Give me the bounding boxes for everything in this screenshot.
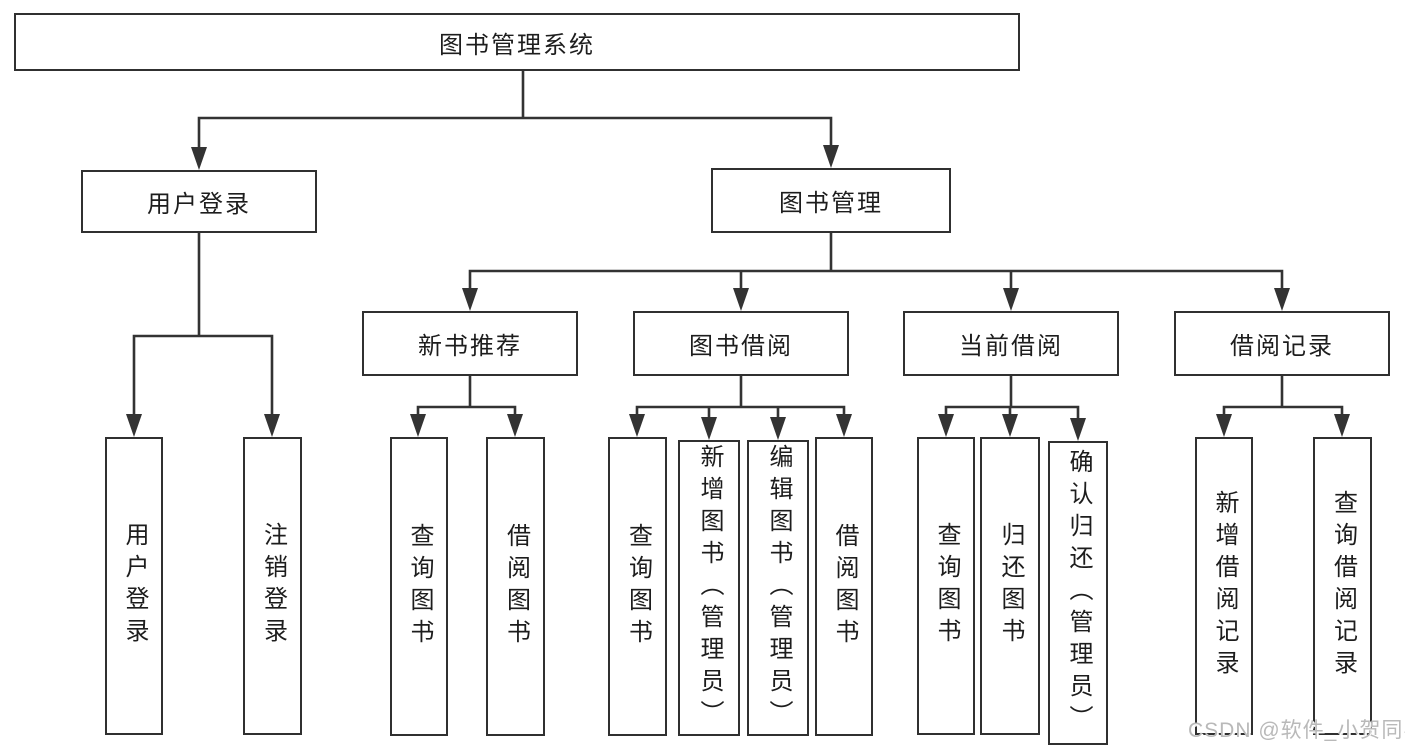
- arrowhead-icon: [1002, 414, 1018, 437]
- leaf-add-borrow-record-label: 新增借阅记录: [1211, 490, 1238, 682]
- leaf-user-login-label: 用户登录: [121, 522, 148, 650]
- leaf-add-borrow-record: 新增借阅记录: [1195, 437, 1253, 735]
- arrowhead-icon: [770, 417, 786, 440]
- connector-book-management: [468, 233, 1284, 291]
- leaf-query-books-recommend-label: 查询图书: [406, 522, 433, 651]
- arrowhead-icon: [191, 147, 207, 170]
- leaf-return-books: 归还图书: [980, 437, 1040, 735]
- leaf-confirm-return-admin: 确认归还（管理员）: [1048, 441, 1108, 745]
- leaf-query-borrow-record-label: 查询借阅记录: [1329, 490, 1357, 682]
- leaf-borrow-books-borrow-label: 借阅图书: [831, 522, 858, 651]
- arrowhead-icon: [1274, 288, 1290, 311]
- leaf-query-books-borrow-label: 查询图书: [624, 522, 652, 651]
- arrowhead-icon: [507, 414, 523, 437]
- leaf-logout: 注销登录: [243, 437, 302, 735]
- leaf-confirm-return-admin-label: 确认归还（管理员）: [1065, 449, 1092, 737]
- leaf-edit-book-admin-label: 编辑图书（管理员）: [765, 444, 792, 732]
- leaf-query-borrow-record: 查询借阅记录: [1313, 437, 1372, 735]
- arrowhead-icon: [836, 414, 852, 437]
- arrowhead-icon: [823, 145, 839, 168]
- leaf-query-books-recommend: 查询图书: [390, 437, 448, 736]
- leaf-borrow-books-borrow: 借阅图书: [815, 437, 873, 736]
- connector-book-borrowing: [635, 376, 846, 420]
- node-book-management: 图书管理: [711, 168, 951, 233]
- arrowhead-icon: [264, 414, 280, 437]
- arrowhead-icon: [410, 414, 426, 437]
- arrowhead-icon: [1334, 414, 1350, 437]
- arrowhead-icon: [701, 417, 717, 440]
- connector-new-book-recommendation: [416, 376, 517, 417]
- leaf-edit-book-admin: 编辑图书（管理员）: [747, 440, 809, 736]
- arrowhead-icon: [733, 288, 749, 311]
- node-user-login: 用户登录: [81, 170, 317, 233]
- connector-root: [197, 71, 833, 150]
- arrowhead-icon: [1216, 414, 1232, 437]
- leaf-add-book-admin: 新增图书（管理员）: [678, 440, 740, 736]
- arrowhead-icon: [629, 414, 645, 437]
- leaf-query-books-current-label: 查询图书: [933, 522, 960, 650]
- leaf-query-books-current: 查询图书: [917, 437, 975, 735]
- connector-borrowing-records: [1222, 376, 1344, 417]
- arrowhead-icon: [1003, 288, 1019, 311]
- leaf-borrow-books-recommend-label: 借阅图书: [502, 522, 530, 651]
- leaf-return-books-label: 归还图书: [997, 522, 1024, 650]
- leaf-borrow-books-recommend: 借阅图书: [486, 437, 545, 736]
- leaf-user-login: 用户登录: [105, 437, 163, 735]
- node-current-borrowing: 当前借阅: [903, 311, 1119, 376]
- arrowhead-icon: [126, 414, 142, 437]
- node-library-management-system: 图书管理系统: [14, 13, 1020, 71]
- arrowhead-icon: [462, 288, 478, 311]
- leaf-query-books-borrow: 查询图书: [608, 437, 667, 736]
- node-borrowing-records: 借阅记录: [1174, 311, 1390, 376]
- node-book-borrowing: 图书借阅: [633, 311, 849, 376]
- leaf-add-book-admin-label: 新增图书（管理员）: [696, 444, 723, 732]
- arrowhead-icon: [938, 414, 954, 437]
- watermark-text: CSDN @软件_小贺同学: [1188, 719, 1405, 742]
- arrowhead-icon: [1070, 418, 1086, 441]
- node-new-book-recommendation: 新书推荐: [362, 311, 578, 376]
- connector-user-login: [132, 233, 274, 417]
- leaf-logout-label: 注销登录: [259, 522, 287, 650]
